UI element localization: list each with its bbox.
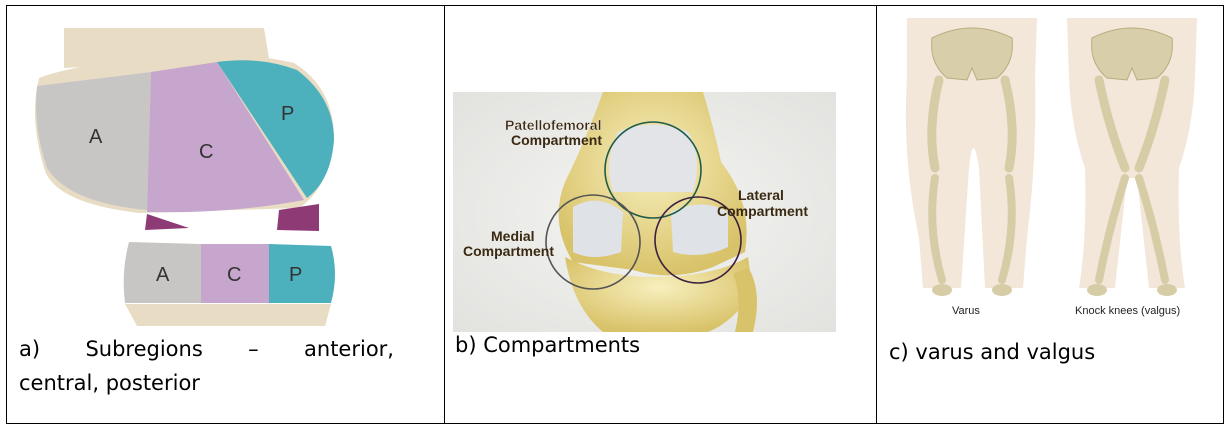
label-valgus: Knock knees (valgus) (1075, 305, 1180, 317)
caption-subregions: a) Subregions – anterior, central, poste… (19, 332, 419, 400)
compartments-illustration: Patellofemoral Compartment Lateral Compa… (453, 92, 836, 332)
cell-compartments: Patellofemoral Compartment Lateral Compa… (445, 6, 877, 423)
label-lateral-2: Compartment (717, 203, 808, 219)
caption-subregions-line2: central, posterior (19, 366, 419, 400)
figure-table: A C P A C P a) Subregions – anterior, ce… (6, 5, 1224, 424)
lower-label-c: C (227, 264, 241, 286)
subregions-illustration: A C P A C P (29, 28, 339, 326)
caption-varus-valgus: c) varus and valgus (889, 335, 1095, 369)
upper-label-p: P (281, 103, 294, 125)
caption-compartments: b) Compartments (455, 328, 640, 362)
label-varus: Varus (952, 305, 980, 317)
varus-left-foot (932, 284, 952, 296)
caption-part: anterior, (304, 332, 394, 366)
left-meniscus-wedge (145, 214, 189, 230)
cell-varus-valgus: Varus Knock knees (valgus) c) varus and … (877, 6, 1223, 423)
label-patellofemoral-2: Compartment (511, 132, 602, 148)
valgus-right-foot (1157, 284, 1177, 296)
varus-right-foot (992, 284, 1012, 296)
tibia-shaft (125, 304, 331, 326)
medial-condyle (573, 201, 623, 257)
upper-label-c: C (199, 141, 213, 163)
upper-label-a: A (89, 126, 103, 148)
label-patellofemoral-1: Patellofemoral (505, 117, 601, 133)
varus-valgus-illustration: Varus Knock knees (valgus) (887, 18, 1217, 318)
valgus-left-foot (1087, 284, 1107, 296)
label-medial-1: Medial (491, 228, 535, 244)
lower-label-p: P (289, 264, 302, 286)
cell-subregions: A C P A C P a) Subregions – anterior, ce… (7, 6, 445, 423)
caption-subregions-line1: a) Subregions – anterior, (19, 332, 394, 366)
patella-cartilage (609, 125, 697, 193)
lower-label-a: A (156, 264, 170, 286)
label-lateral-1: Lateral (738, 187, 784, 203)
caption-part: – (248, 332, 259, 366)
caption-part: Subregions (85, 332, 202, 366)
caption-part: a) (19, 332, 40, 366)
label-medial-2: Compartment (463, 243, 554, 259)
